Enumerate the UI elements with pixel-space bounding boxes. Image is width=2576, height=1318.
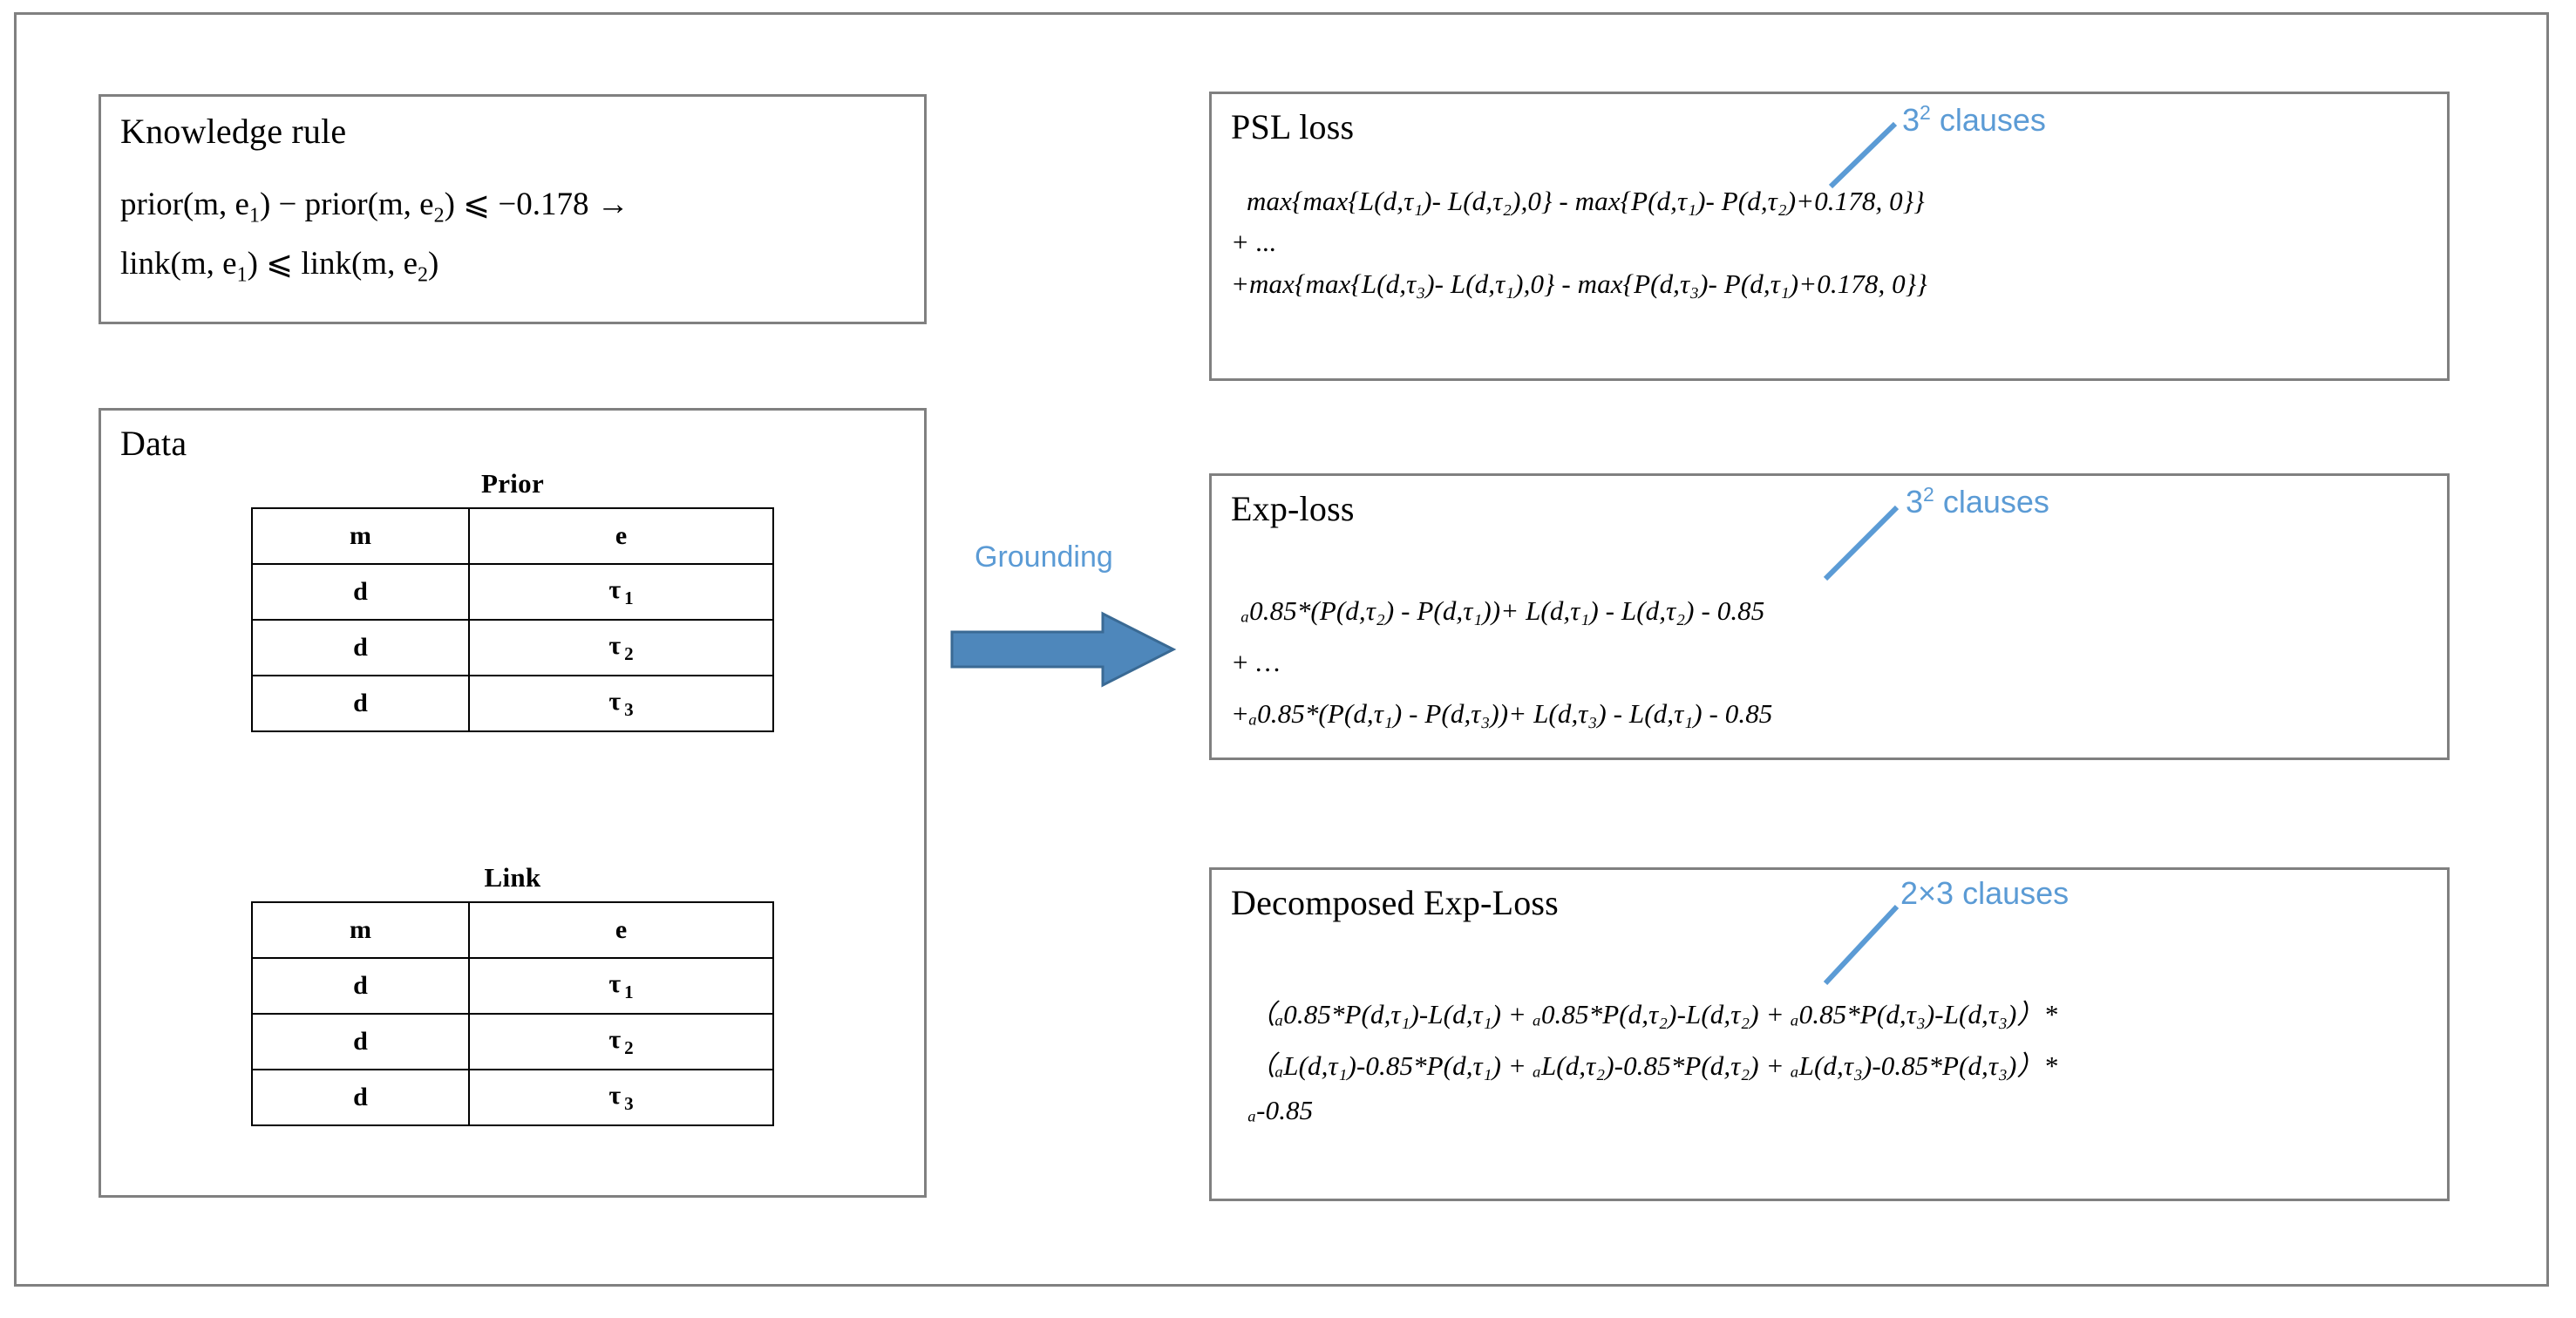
link-table-caption: Link (484, 862, 541, 893)
link-cell-m-2: d (251, 1069, 470, 1126)
psl-loss-title: PSL loss (1231, 107, 1355, 146)
decomposed-clause-count: 2×3 clauses (1900, 875, 2070, 911)
decomposed-exp-loss-title: Decomposed Exp-Loss (1231, 883, 1559, 922)
exp-callout-line-icon (1823, 505, 1900, 581)
rule-line2-part-b: ) ⩽ link(m, e (247, 246, 418, 282)
psl-loss-box: PSL loss 32 clauses max{max{L(d,τ₁)- L(d… (1209, 92, 2450, 381)
tau-sub: 1 (624, 981, 634, 1002)
rule-line2-part-a: link(m, e (120, 246, 237, 282)
grounding-label: Grounding (975, 540, 1113, 574)
link-cell-m-0: d (251, 957, 470, 1015)
rule-line1-part-a: prior(m, e (120, 187, 249, 222)
tau-base: τ (608, 1080, 622, 1110)
rule-line2-sub2: 2 (418, 263, 428, 287)
exp-formula-line-3: +ₐ0.85*(P(d,τ₁) - P(d,τ₃))+ L(d,τ₃) - L(… (1231, 698, 1773, 729)
decomposed-callout-line-icon (1823, 904, 1900, 986)
rule-line1-part-c: ) ⩽ −0.178 → (444, 187, 629, 222)
grounding-group: Grounding (950, 540, 1212, 715)
knowledge-rule-formula: prior(m, e1) − prior(m, e2) ⩽ −0.178 → l… (120, 180, 629, 300)
tau-sub: 3 (624, 1092, 634, 1114)
exp-loss-box: Exp-loss 32 clauses ₐ0.85*(P(d,τ₂) - P(d… (1209, 473, 2450, 760)
psl-callout-line-icon (1828, 121, 1898, 189)
prior-cell-m-1: d (251, 619, 470, 676)
exp-formula-line-2: + … (1231, 647, 1281, 677)
prior-cell-m-2: d (251, 675, 470, 732)
tau-base: τ (608, 968, 622, 998)
link-header-m: m (251, 901, 470, 959)
rule-line2-sub1: 1 (236, 263, 248, 287)
psl-formula-line-1: max{max{L(d,τ₁)- L(d,τ₂),0} - max{P(d,τ₁… (1247, 186, 1925, 216)
tau-sub: 2 (624, 642, 634, 664)
prior-header-e: e (468, 507, 774, 565)
psl-formula-line-3: +max{max{L(d,τ₃)- L(d,τ₁),0} - max{P(d,τ… (1231, 268, 1927, 299)
decomposed-formula-line-3: ₐ-0.85 (1248, 1095, 1314, 1125)
knowledge-rule-title: Knowledge rule (120, 112, 347, 151)
tau-sub: 1 (624, 587, 634, 608)
exp-formula-line-1: ₐ0.85*(P(d,τ₂) - P(d,τ₁))+ L(d,τ₁) - L(d… (1241, 595, 1765, 626)
decomposed-formula-line-1: （ₐ0.85*P(d,τ₁)-L(d,τ₁) + ₐ0.85*P(d,τ₂)-L… (1248, 999, 2058, 1029)
knowledge-rule-box: Knowledge rule prior(m, e1) − prior(m, e… (99, 94, 927, 324)
table-header-row: m e (251, 507, 774, 565)
exp-clause-exponent: 2 (1923, 483, 1934, 506)
rule-line1-sub1: 1 (248, 204, 260, 228)
tau-sub: 2 (624, 1036, 634, 1058)
psl-clause-suffix: clauses (1930, 102, 2046, 138)
decomposed-formula-line-2: （ₐL(d,τ₁)-0.85*P(d,τ₁) + ₐL(d,τ₂)-0.85*P… (1248, 1050, 2058, 1081)
psl-formula-line-2: + ... (1231, 227, 1277, 257)
rule-line1-sub2: 2 (433, 204, 445, 228)
psl-clause-base: 3 (1902, 102, 1920, 138)
psl-clause-exponent: 2 (1920, 101, 1931, 124)
exp-loss-title: Exp-loss (1231, 489, 1355, 528)
link-cell-m-1: d (251, 1013, 470, 1070)
exp-clause-base: 3 (1906, 484, 1924, 520)
tau-sub: 3 (624, 698, 634, 720)
tau-base: τ (608, 1024, 622, 1054)
rule-line1-part-b: ) − prior(m, e (259, 187, 434, 222)
rule-line2-part-c: ) (428, 246, 439, 282)
prior-cell-m-0: d (251, 563, 470, 621)
link-header-e: e (468, 901, 774, 959)
exp-clause-count: 32 clauses (1906, 483, 2049, 520)
psl-clause-count: 32 clauses (1902, 101, 2046, 139)
table-header-row: m e (251, 901, 774, 959)
prior-table-caption: Prior (480, 468, 545, 499)
exp-clause-suffix: clauses (1934, 484, 2049, 520)
data-title: Data (120, 424, 187, 463)
grounding-arrow-icon (950, 611, 1177, 688)
prior-header-m: m (251, 507, 470, 565)
tau-base: τ (608, 630, 622, 660)
tau-base: τ (608, 574, 622, 604)
decomposed-exp-loss-box: Decomposed Exp-Loss 2×3 clauses （ₐ0.85*P… (1209, 867, 2450, 1201)
tau-base: τ (608, 686, 622, 716)
